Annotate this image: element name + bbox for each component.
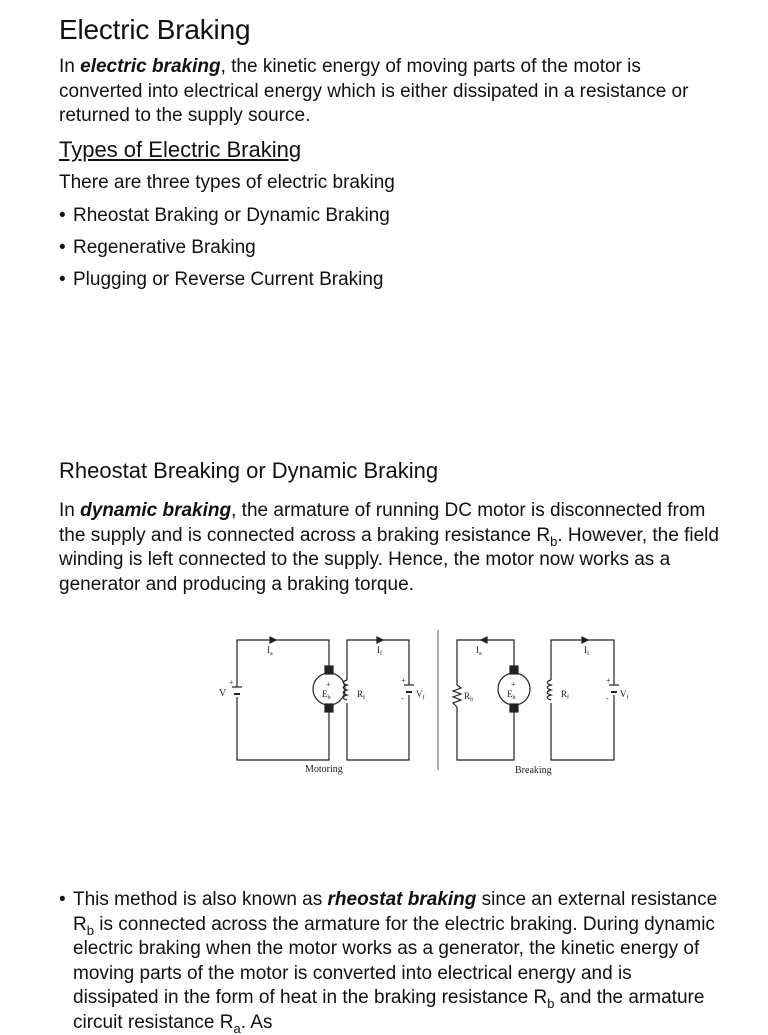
field-voltage-label: Vf <box>620 689 629 701</box>
list-item: Regenerative Braking <box>59 235 390 267</box>
supply-voltage-label: V <box>219 688 227 699</box>
back-emf-label: Eb <box>507 689 516 701</box>
types-list: Rheostat Braking or Dynamic Braking Rege… <box>59 203 390 299</box>
method-text: since an external resistance R <box>73 889 718 935</box>
braking-resistance-label: Rb <box>464 691 473 703</box>
field-current-label: If <box>377 645 382 657</box>
field-current-label: If <box>584 645 589 657</box>
minus-sign: - <box>512 701 515 710</box>
wire <box>236 639 330 687</box>
label-sub: b <box>513 695 516 701</box>
intro-prefix: In <box>59 56 81 77</box>
motoring-circuit <box>232 636 414 761</box>
field-voltage-label: Vf <box>416 689 425 701</box>
dynamic-text: , the armature of running DC motor is di… <box>59 500 706 546</box>
list-item: Rheostat Braking or Dynamic Braking <box>59 203 390 235</box>
brush-icon <box>324 703 334 713</box>
label-main: R <box>357 689 363 699</box>
wire <box>550 639 615 685</box>
label-main: V <box>416 689 423 699</box>
list-item: This method is also known as rheostat br… <box>59 888 719 1035</box>
current-arrow-icon <box>479 636 488 644</box>
method-term: rheostat braking <box>327 889 477 910</box>
armature-current-label: Ia <box>267 645 273 657</box>
minus-sign: - <box>606 694 609 703</box>
types-heading: Types of Electric Braking <box>59 137 302 162</box>
plus-sign: + <box>511 680 516 689</box>
method-text: This method is also known as <box>73 889 328 910</box>
label-sub: f <box>380 650 382 657</box>
types-lead: There are three types of electric brakin… <box>59 172 395 193</box>
label-sub: f <box>567 694 569 701</box>
label-main: I <box>267 645 270 655</box>
label-main: V <box>620 689 627 699</box>
current-arrow-icon <box>581 636 590 644</box>
plus-sign: + <box>229 678 234 687</box>
label-sub: f <box>627 694 629 701</box>
brush-icon <box>324 665 334 675</box>
label-main: R <box>464 691 470 701</box>
method-list: This method is also known as rheostat br… <box>59 888 719 1035</box>
label-sub: b <box>470 697 473 703</box>
label-main: E <box>322 689 328 699</box>
armature-current-label: Ia <box>476 645 482 657</box>
minus-sign: - <box>401 694 404 703</box>
method-sub: b <box>86 922 94 938</box>
dynamic-braking-paragraph: In dynamic braking, the armature of runn… <box>59 499 719 597</box>
list-item-text: This method is also known as rheostat br… <box>73 888 719 1035</box>
method-sub: a <box>233 1020 241 1035</box>
plus-sign: + <box>326 680 331 689</box>
label-main: R <box>561 689 567 699</box>
label-sub: a <box>479 651 482 657</box>
field-resistance-label: Rf <box>561 689 569 701</box>
wire <box>346 695 410 761</box>
breaking-caption: Breaking <box>515 765 552 776</box>
current-arrow-icon <box>269 636 278 644</box>
intro-paragraph: In electric braking, the kinetic energy … <box>59 55 699 129</box>
wire <box>550 695 615 761</box>
plus-sign: + <box>606 676 611 685</box>
brush-icon <box>509 703 519 713</box>
dynamic-text-end: . However, the field winding is left con… <box>59 524 719 595</box>
rheostat-heading: Rheostat Breaking or Dynamic Braking <box>59 458 439 483</box>
label-sub: f <box>587 650 589 657</box>
label-main: I <box>584 645 587 655</box>
dynamic-prefix: In <box>59 500 81 521</box>
label-sub: f <box>423 694 425 701</box>
field-resistance-label: Rf <box>357 689 365 701</box>
method-sub: b <box>547 995 555 1011</box>
wire <box>456 639 515 685</box>
minus-sign: - <box>327 701 330 710</box>
field-coil-icon <box>342 679 350 701</box>
label-main: I <box>476 645 479 655</box>
wire <box>236 697 330 761</box>
page-title: Electric Braking <box>59 14 251 45</box>
back-emf-label: Eb <box>322 689 331 701</box>
braking-circuit-diagram: V + Ia If + Eb - Rf + - Vf Motoring Ia I… <box>219 630 629 776</box>
current-arrow-icon <box>376 636 385 644</box>
dynamic-term: dynamic braking <box>80 500 232 521</box>
dynamic-sub: b <box>550 533 558 549</box>
motoring-caption: Motoring <box>305 764 343 775</box>
label-sub: f <box>363 694 365 701</box>
field-coil-icon <box>546 679 554 701</box>
intro-text: , the kinetic energy of moving parts of … <box>59 56 689 126</box>
braking-resistor-icon <box>451 684 463 708</box>
label-main: I <box>377 645 380 655</box>
wire <box>456 707 515 761</box>
label-sub: b <box>328 695 331 701</box>
label-main: E <box>507 689 513 699</box>
plus-sign: + <box>401 676 406 685</box>
label-sub: a <box>270 651 273 657</box>
intro-term: electric braking <box>80 56 221 77</box>
method-text: is connected across the armature for the… <box>73 913 715 1009</box>
list-item: Plugging or Reverse Current Braking <box>59 267 390 299</box>
brush-icon <box>509 665 519 675</box>
method-text: . As <box>240 1011 273 1033</box>
braking-circuit <box>451 636 619 761</box>
